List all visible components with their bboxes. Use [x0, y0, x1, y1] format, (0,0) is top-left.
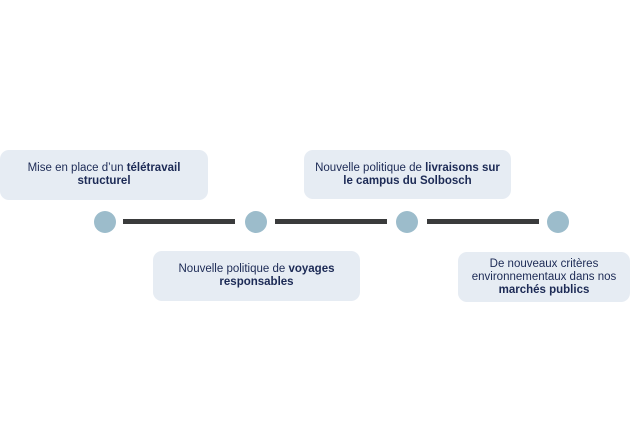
timeline-card-1-text: Mise en place d’un télétravail structure…: [27, 162, 181, 187]
timeline-card-3: Nouvelle politique de livraisons sur le …: [304, 150, 511, 199]
timeline-card-3-text: Nouvelle politique de livraisons sur le …: [315, 161, 500, 187]
timeline-connector-3: [427, 219, 539, 224]
timeline-connector-2: [275, 219, 387, 224]
timeline-card-2-text: Nouvelle politique de voyages responsabl…: [178, 263, 335, 288]
timeline-dot-2: [245, 211, 267, 233]
timeline-dot-3: [396, 211, 418, 233]
timeline-card-2: Nouvelle politique de voyages responsabl…: [153, 251, 360, 301]
timeline-card-4-text: De nouveaux critères environnementaux da…: [471, 257, 617, 296]
timeline-connector-1: [123, 219, 235, 224]
timeline-dot-1: [94, 211, 116, 233]
timeline-card-4: De nouveaux critères environnementaux da…: [458, 252, 630, 302]
timeline-dot-4: [547, 211, 569, 233]
timeline-card-1: Mise en place d’un télétravail structure…: [0, 150, 208, 200]
